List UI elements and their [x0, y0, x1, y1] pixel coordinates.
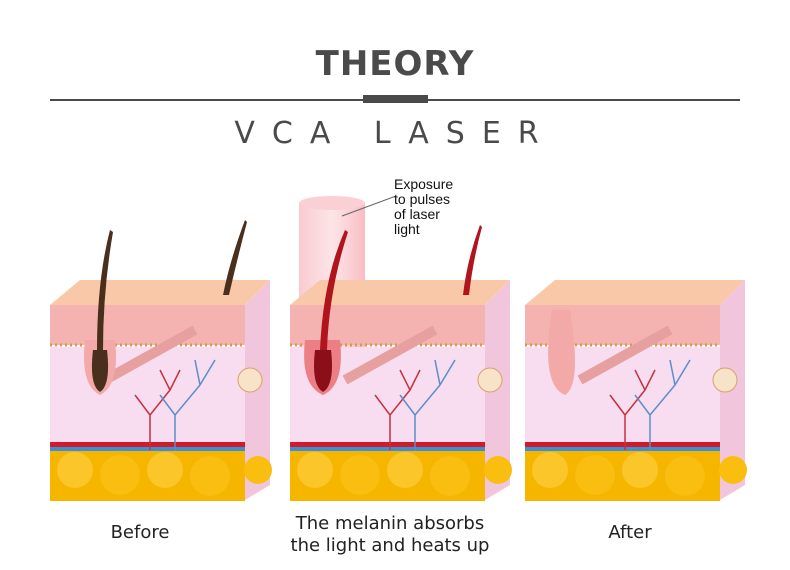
caption-before: Before	[110, 522, 170, 543]
skin-block	[50, 280, 272, 501]
page-title: THEORY	[315, 44, 475, 84]
page-subtitle: VCA LASER	[234, 116, 556, 151]
skin-diagram-during	[290, 225, 512, 501]
annotation-leader-line	[341, 195, 397, 217]
laser-annotation: Exposure to pulses of laser light	[394, 176, 454, 237]
hair-follicle	[84, 220, 247, 395]
caption-during: The melanin absorbs the light and heats …	[290, 513, 490, 556]
skin-diagram-before	[50, 220, 272, 501]
skin-diagram-after	[525, 280, 747, 501]
caption-after: After	[608, 522, 652, 543]
divider-accent	[363, 95, 428, 103]
